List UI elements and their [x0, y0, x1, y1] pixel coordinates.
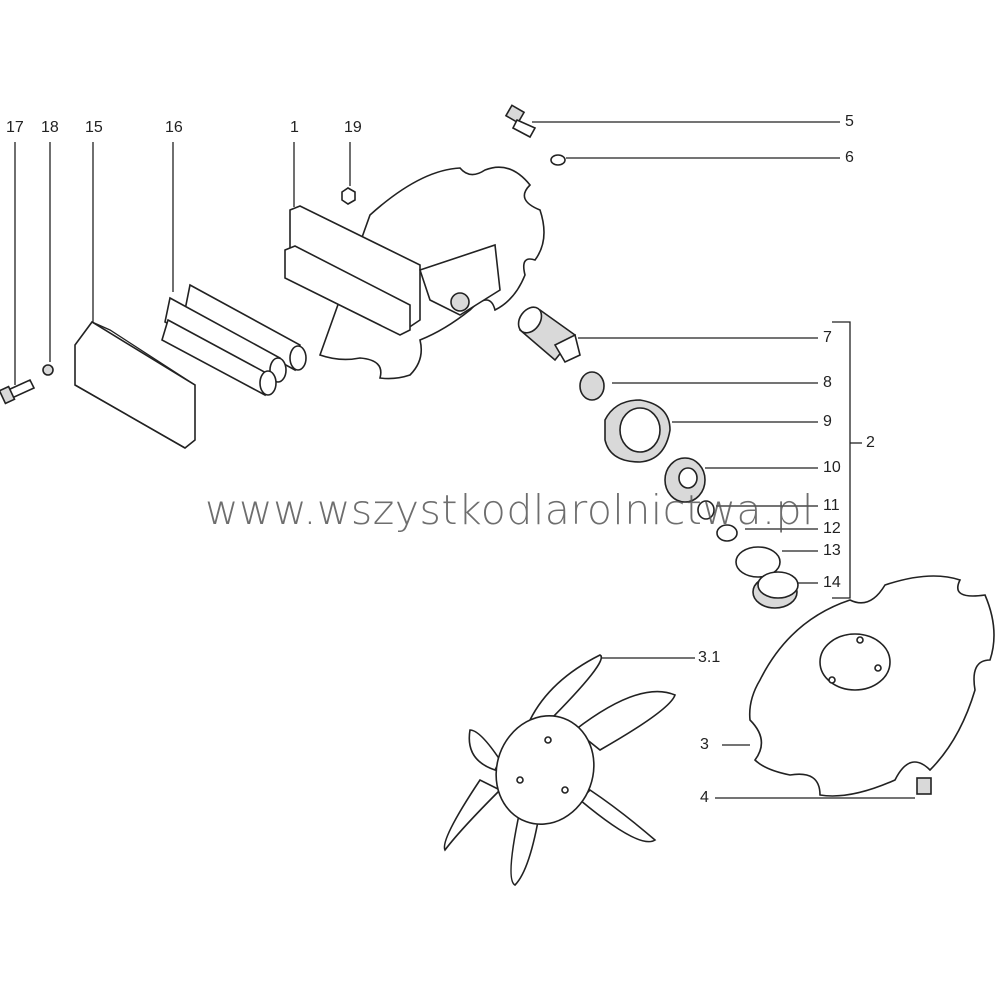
bearing-part-10	[664, 457, 706, 503]
seal-part-13	[735, 546, 781, 578]
callout-7: 7	[823, 329, 832, 346]
callout-1: 1	[290, 119, 299, 136]
bracket-part-1	[284, 205, 501, 336]
ring-part-11	[697, 500, 715, 520]
scalloped-disc-part-3	[748, 575, 995, 797]
washer-part-6	[550, 154, 566, 166]
washer-part-12	[716, 524, 738, 542]
callout-2: 2	[866, 434, 875, 451]
leader-lines	[14, 121, 915, 799]
watermark: www.wszystkodlarolnictwa.pl	[205, 486, 814, 534]
callout-3-1: 3.1	[698, 649, 721, 666]
bolt-part-4	[916, 777, 932, 795]
callout-3: 3	[700, 736, 709, 753]
callout-9: 9	[823, 413, 832, 430]
callout-16: 16	[165, 119, 183, 136]
nut-part-19	[341, 187, 356, 205]
callout-12: 12	[823, 520, 841, 537]
callout-10: 10	[823, 459, 841, 476]
bolt-part-17	[0, 378, 36, 405]
callout-4: 4	[700, 789, 709, 806]
ring-part-8	[579, 371, 605, 401]
callout-5: 5	[845, 113, 854, 130]
callout-8: 8	[823, 374, 832, 391]
callout-17: 17	[6, 119, 24, 136]
cap-part-14	[752, 571, 799, 609]
callout-13: 13	[823, 542, 841, 559]
callout-18: 18	[41, 119, 59, 136]
callout-11: 11	[823, 497, 840, 514]
callout-15: 15	[85, 119, 103, 136]
star-plate-part-3.1	[443, 654, 676, 886]
callout-14: 14	[823, 574, 841, 591]
channel-part-15	[74, 320, 196, 449]
callout-6: 6	[845, 149, 854, 166]
bolt-part-5	[504, 104, 537, 139]
spindle-part-7	[517, 306, 581, 364]
nut-part-18	[42, 364, 54, 376]
housing-part-9	[604, 399, 671, 463]
callout-19: 19	[344, 119, 362, 136]
rods-part-16	[161, 283, 307, 397]
